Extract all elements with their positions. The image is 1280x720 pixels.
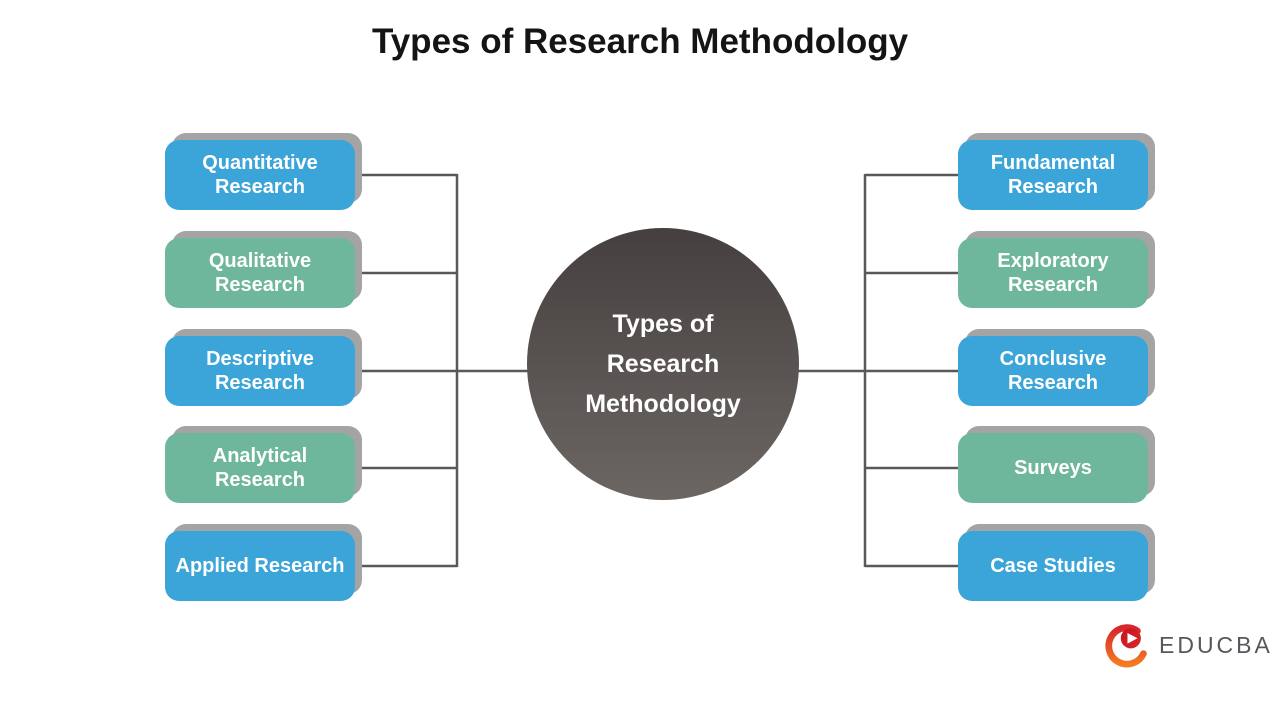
node-descriptive-research: Descriptive Research xyxy=(165,336,355,406)
node-surveys: Surveys xyxy=(958,433,1148,503)
page-title: Types of Research Methodology xyxy=(371,22,909,61)
center-label-line: Methodology xyxy=(585,390,741,418)
educba-logo: EDUCBA xyxy=(1104,622,1273,668)
educba-play-icon xyxy=(1105,624,1147,668)
node-applied-research: Applied Research xyxy=(165,531,355,601)
center-label-line: Types of xyxy=(612,310,714,338)
node-quantitative-research: Quantitative Research xyxy=(165,140,355,210)
node-fundamental-research: Fundamental Research xyxy=(958,140,1148,210)
center-topic-circle: Types of Research Methodology xyxy=(527,228,799,500)
educba-logo-text: EDUCBA xyxy=(1159,631,1273,658)
node-case-studies: Case Studies xyxy=(958,531,1148,601)
node-exploratory-research: Exploratory Research xyxy=(958,238,1148,308)
node-analytical-research: Analytical Research xyxy=(165,433,355,503)
node-conclusive-research: Conclusive Research xyxy=(958,336,1148,406)
node-qualitative-research: Qualitative Research xyxy=(165,238,355,308)
center-label-line: Research xyxy=(606,350,720,378)
